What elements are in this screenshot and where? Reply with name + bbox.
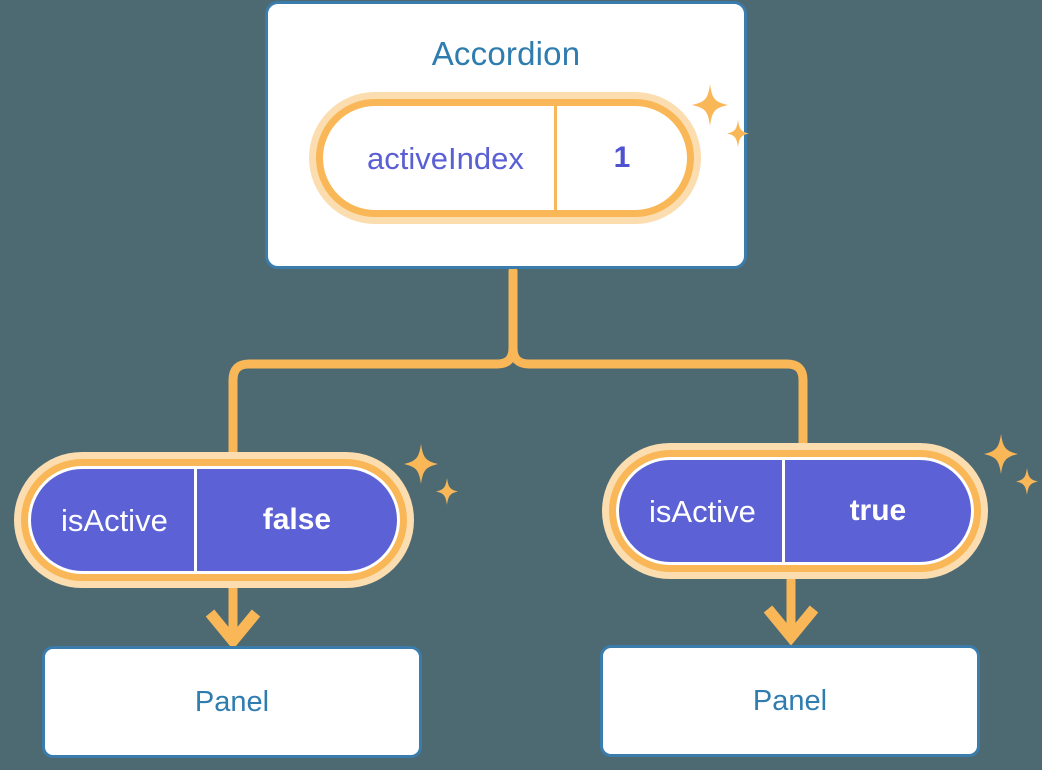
prop-value-label: false: [193, 469, 397, 571]
prop-key-label: isActive: [649, 493, 756, 529]
component-card-panel-right[interactable]: Panel: [600, 645, 980, 757]
prop-key-label: isActive: [61, 502, 168, 538]
sparkles-icon-right: [984, 434, 1038, 495]
prop-value-label: true: [781, 460, 971, 562]
component-title: Accordion: [431, 35, 581, 72]
badge-ring: activeIndex 1: [316, 99, 694, 217]
badge-ring: isActive false: [21, 459, 407, 581]
badge-body: isActive true: [616, 457, 974, 565]
prop-badge-left[interactable]: isActive false: [14, 452, 414, 588]
panel-title: Panel: [752, 684, 828, 717]
state-badge-active-index[interactable]: activeIndex 1: [309, 92, 701, 224]
panel-title: Panel: [194, 685, 270, 718]
component-card-panel-left[interactable]: Panel: [42, 646, 422, 758]
arrow-down-icon-left: [205, 585, 261, 650]
state-key-label: activeIndex: [367, 140, 524, 176]
state-value-label: 1: [553, 106, 687, 210]
badge-ring: isActive true: [609, 450, 981, 572]
arrow-down-icon-right: [763, 576, 819, 646]
prop-badge-right[interactable]: isActive true: [602, 443, 988, 579]
tree-connector-path: [228, 266, 808, 461]
badge-body: isActive false: [28, 466, 400, 574]
badge-body: activeIndex 1: [323, 106, 687, 210]
